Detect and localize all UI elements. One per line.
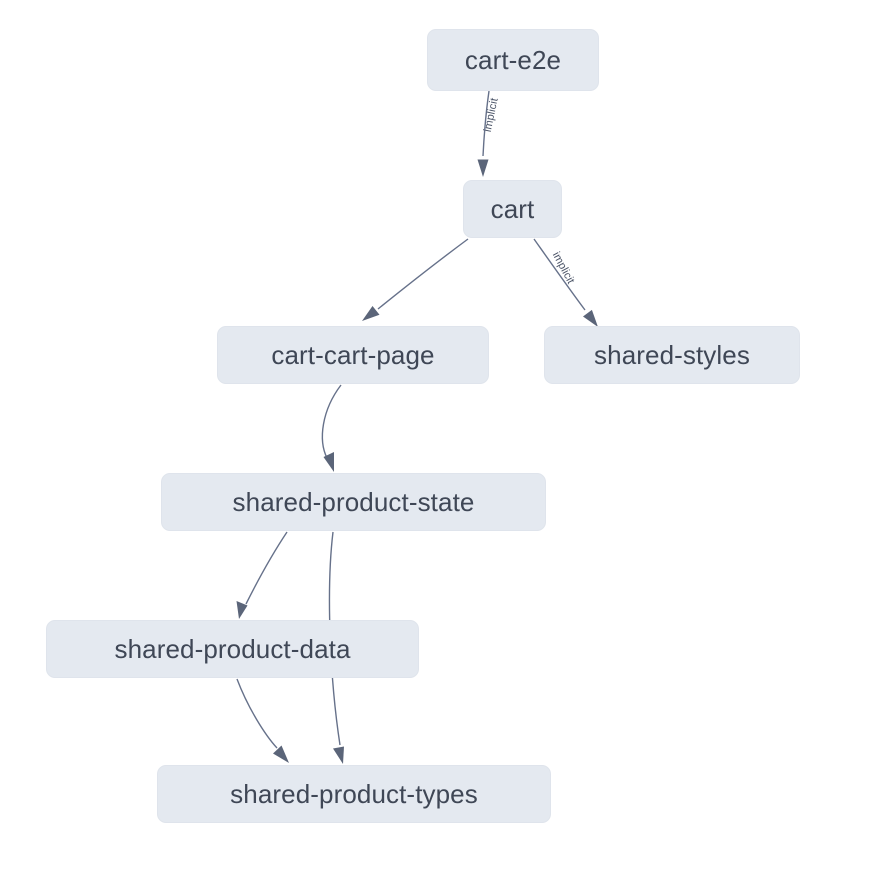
graph-node-cart-e2e[interactable]: cart-e2e — [427, 29, 599, 91]
arrowhead — [323, 452, 334, 472]
graph-node-label: cart-cart-page — [271, 340, 435, 370]
graph-node-shared-styles[interactable]: shared-styles — [544, 326, 800, 384]
graph-node-cart[interactable]: cart — [463, 180, 562, 238]
graph-node-label: shared-product-types — [230, 779, 478, 809]
graph-node-label: shared-styles — [594, 340, 750, 370]
graph-node-label: cart — [490, 194, 535, 224]
arrowhead — [273, 745, 289, 763]
graph-node-label: shared-product-state — [232, 487, 475, 517]
graph-node-shared-product-state[interactable]: shared-product-state — [161, 473, 546, 531]
graph-node-shared-product-types[interactable]: shared-product-types — [157, 765, 551, 823]
arrowhead — [236, 601, 248, 619]
arrowhead — [362, 306, 380, 321]
edge-path — [236, 678, 278, 749]
edge-cart-cart-page-to-shared-product-state — [321, 384, 342, 472]
edge-cart-to-cart-cart-page — [362, 238, 469, 321]
edge-path — [245, 531, 288, 605]
edge-path — [321, 384, 342, 459]
graph-node-shared-product-data[interactable]: shared-product-data — [46, 620, 419, 678]
edge-shared-product-data-to-shared-product-types — [236, 678, 289, 763]
graph-node-label: shared-product-data — [114, 634, 351, 664]
arrowhead — [583, 309, 598, 327]
edge-path — [377, 238, 469, 310]
graph-node-label: cart-e2e — [464, 45, 562, 75]
arrowhead — [333, 746, 344, 764]
edge-label-e3: implicit — [549, 249, 577, 287]
edge-shared-product-state-to-shared-product-data — [236, 531, 288, 619]
edge-label-e1: implicit — [481, 96, 501, 134]
graph-node-cart-cart-page[interactable]: cart-cart-page — [217, 326, 489, 384]
arrowhead — [477, 159, 489, 177]
